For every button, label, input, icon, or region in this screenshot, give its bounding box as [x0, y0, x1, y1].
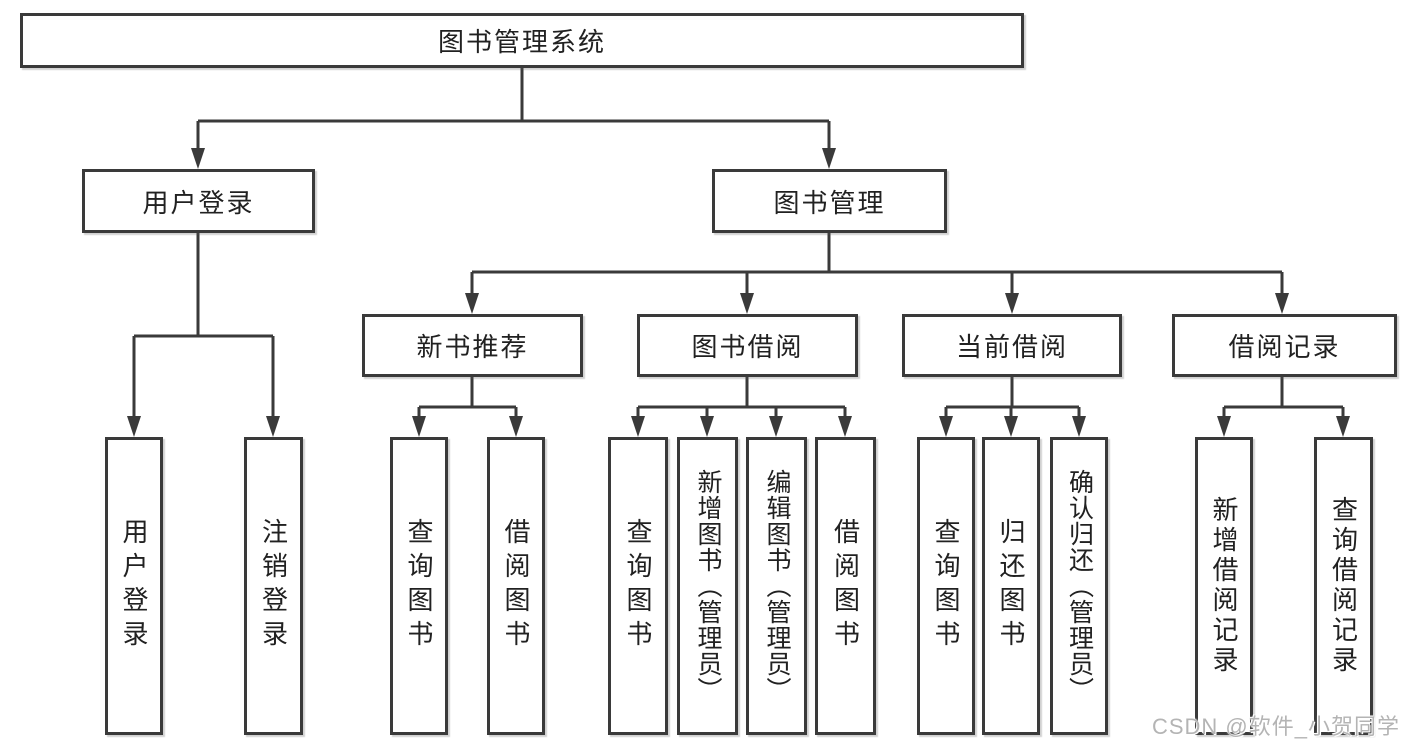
node-book-borrowing: 图书借阅	[637, 314, 858, 377]
leaf-records-add-record: 新增借阅记录	[1195, 437, 1253, 735]
csdn-watermark: CSDN @软件_小贺同学	[1151, 714, 1400, 739]
node-book-management: 图书管理	[712, 169, 947, 233]
leaf-records-query-record: 查询借阅记录	[1314, 437, 1373, 735]
leaf-recommend-borrow-books: 借阅图书	[487, 437, 545, 735]
arrowheads	[127, 148, 1350, 437]
leaf-borrowing-edit-books-admin: 编辑图书（管理员）	[746, 437, 807, 735]
leaf-borrowing-borrow-books: 借阅图书	[815, 437, 876, 735]
leaf-current-query-books: 查询图书	[917, 437, 975, 735]
leaf-current-confirm-return-admin: 确认归还（管理员）	[1050, 437, 1108, 735]
leaf-user-login: 用户登录	[105, 437, 163, 735]
leaf-borrowing-query-books: 查询图书	[608, 437, 668, 735]
leaf-logout: 注销登录	[244, 437, 303, 735]
node-current-borrowing: 当前借阅	[902, 314, 1122, 377]
node-root-library-system: 图书管理系统	[20, 13, 1024, 68]
node-new-book-recommend: 新书推荐	[362, 314, 583, 377]
leaf-borrowing-add-books-admin: 新增图书（管理员）	[677, 437, 738, 735]
node-borrowing-records: 借阅记录	[1172, 314, 1397, 377]
node-user-login: 用户登录	[82, 169, 315, 233]
leaf-recommend-query-books: 查询图书	[390, 437, 448, 735]
leaf-current-return-books: 归还图书	[982, 437, 1040, 735]
